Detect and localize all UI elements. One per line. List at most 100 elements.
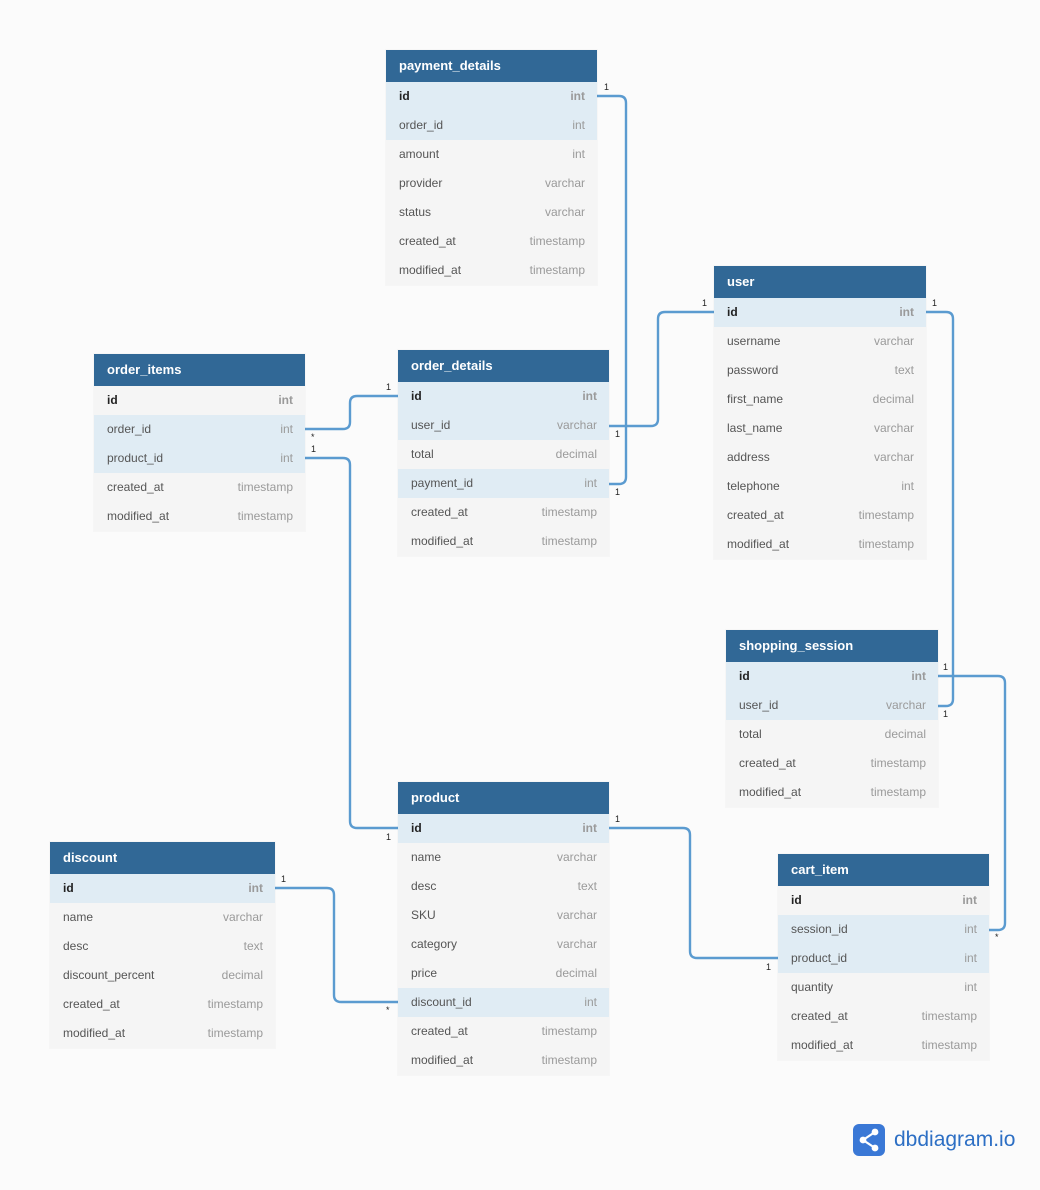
field-type: timestamp (529, 263, 585, 277)
relationship-line[interactable] (597, 94, 628, 486)
field-type: timestamp (529, 234, 585, 248)
relationship-line[interactable] (609, 310, 714, 428)
field-row[interactable]: id int (386, 82, 597, 111)
field-name: created_at (107, 480, 164, 494)
brand-watermark[interactable]: dbdiagram.io (853, 1124, 1015, 1156)
relationship-line[interactable] (938, 674, 1007, 932)
table-header[interactable]: cart_item (778, 854, 989, 886)
relationship-line[interactable] (305, 394, 398, 431)
field-type: timestamp (858, 537, 914, 551)
field-row[interactable]: name varchar (398, 843, 609, 872)
table-header[interactable]: product (398, 782, 609, 814)
relationship-line[interactable] (926, 310, 955, 708)
field-type: int (899, 305, 914, 319)
field-name: order_id (399, 118, 444, 132)
table-header[interactable]: order_items (94, 354, 305, 386)
field-name: provider (399, 176, 443, 190)
field-type: varchar (556, 908, 597, 922)
table-header[interactable]: order_details (398, 350, 609, 382)
field-type: int (570, 89, 585, 103)
relationship-line[interactable] (609, 826, 778, 960)
table-header[interactable]: payment_details (386, 50, 597, 82)
table-header[interactable]: discount (50, 842, 275, 874)
cardinality-label: 1 (766, 962, 771, 972)
field-name: id (399, 89, 410, 103)
table-header[interactable]: shopping_session (726, 630, 938, 662)
field-type: int (584, 476, 597, 490)
relationship-line[interactable] (275, 886, 398, 1004)
table-header[interactable]: user (714, 266, 926, 298)
field-type: decimal (884, 727, 926, 741)
field-type: int (582, 389, 597, 403)
field-type: timestamp (237, 480, 293, 494)
field-type: timestamp (921, 1038, 977, 1052)
field-type: varchar (556, 850, 597, 864)
field-type: int (248, 881, 263, 895)
field-name: name (411, 850, 442, 864)
relationship-line[interactable] (305, 456, 398, 830)
field-row[interactable]: created_at timestamp (94, 473, 305, 502)
field-type: decimal (555, 966, 597, 980)
cardinality-label: 1 (386, 832, 391, 842)
